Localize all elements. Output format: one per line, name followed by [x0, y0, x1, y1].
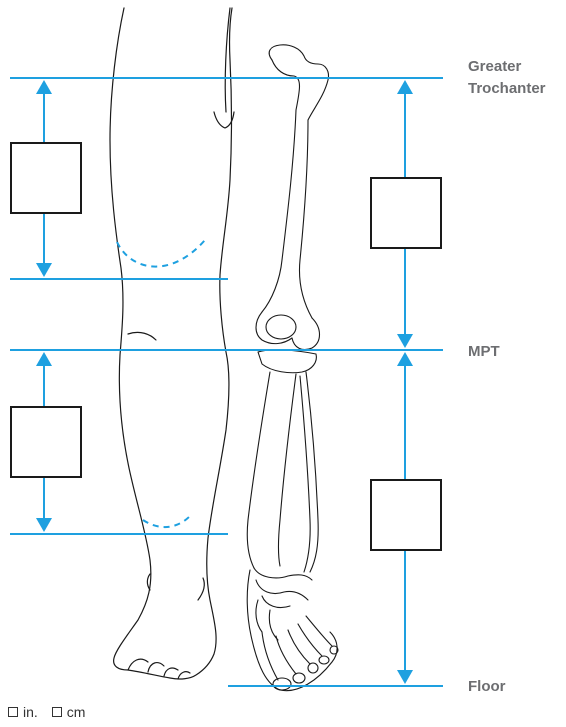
mpt-to-floor-input-box[interactable] — [371, 480, 441, 550]
calf-length-input-box[interactable] — [11, 407, 81, 477]
greater-trochanter-label: Greater Trochanter — [468, 56, 546, 100]
unit-option-cm[interactable]: cm — [52, 704, 86, 720]
floor-label: Floor — [468, 676, 506, 698]
arrow-down — [36, 518, 52, 532]
unit-in-checkbox[interactable] — [8, 707, 18, 717]
dashed-contours — [117, 240, 205, 527]
arrow-up — [36, 80, 52, 94]
unit-cm-label: cm — [67, 704, 86, 720]
unit-cm-checkbox[interactable] — [52, 707, 62, 717]
floor-label-text: Floor — [468, 676, 506, 698]
mpt-label: MPT — [468, 341, 500, 363]
thigh-length-input-box[interactable] — [11, 143, 81, 213]
arrow-down — [397, 670, 413, 684]
unit-option-in[interactable]: in. — [8, 704, 38, 720]
unit-in-label: in. — [23, 704, 38, 720]
arrow-down — [36, 263, 52, 277]
unit-selector: in. cm — [8, 704, 85, 720]
arrow-up — [36, 352, 52, 366]
skeleton — [247, 45, 338, 691]
arrow-up — [397, 352, 413, 366]
trochanter-to-mpt-input-box[interactable] — [371, 178, 441, 248]
leg-outline — [110, 8, 234, 679]
greater-trochanter-label-line1: Greater — [468, 56, 546, 78]
greater-trochanter-label-line2: Trochanter — [468, 78, 546, 100]
mpt-label-text: MPT — [468, 341, 500, 363]
arrow-up — [397, 80, 413, 94]
arrow-down — [397, 334, 413, 348]
